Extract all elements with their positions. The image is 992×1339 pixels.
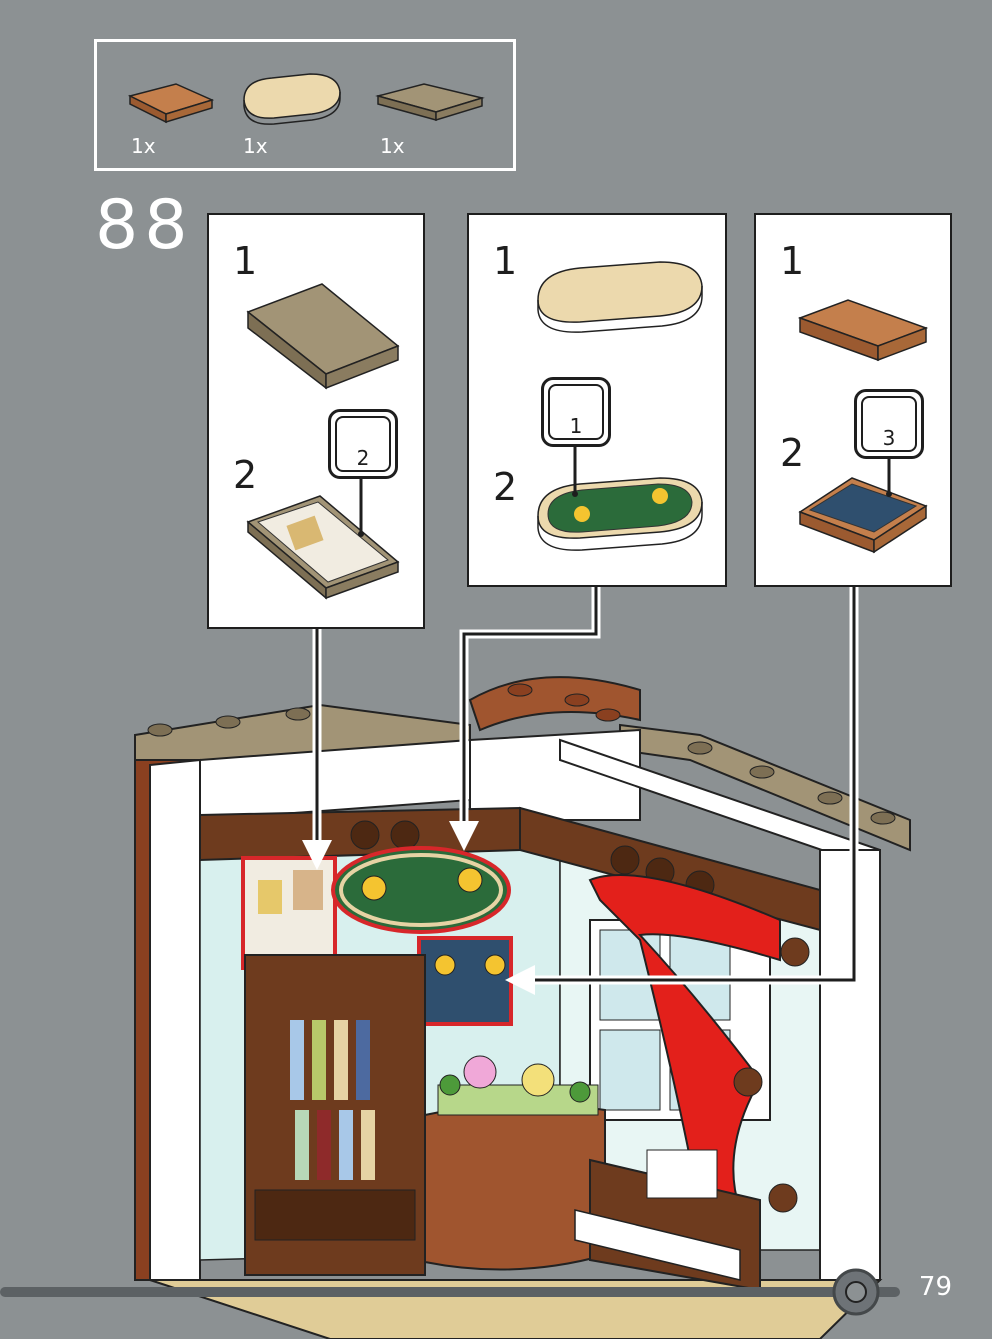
substep-number: 1 [780,239,805,283]
substep-number: 1 [493,239,518,283]
sticker-number: 3 [882,426,896,450]
substep-number: 2 [493,465,518,509]
step-number: 88 [95,186,194,265]
piece-dark-tan-tile-with-sticker [246,495,400,600]
piece-nougat-tile-with-sticker [798,477,928,554]
substep-number: 2 [233,453,258,497]
page-number: 79 [918,1272,952,1302]
sticker-icon: 1 [541,377,611,447]
parts-list-box: 1x 1x 1x [94,39,516,171]
piece-tan-rounded-tile-with-sticker [537,477,703,551]
part-tile-tan-rounded [243,73,341,125]
sticker-icon: 2 [328,409,398,479]
sticker-number: 2 [356,446,370,470]
part-quantity: 1x [131,134,156,158]
piece-nougat-tile [797,299,929,362]
substep-number: 1 [233,239,258,283]
room-model [134,676,911,1339]
progress-bar [0,1268,900,1316]
part-tile-nougat [127,83,215,124]
substep-number: 2 [780,431,805,475]
part-quantity: 1x [380,134,405,158]
sticker-number: 1 [569,414,583,438]
piece-tan-rounded-tile [537,261,703,333]
part-quantity: 1x [243,134,268,158]
piece-dark-tan-tile [246,283,400,390]
part-tile-dark-tan [375,83,485,122]
sticker-icon: 3 [854,389,924,459]
